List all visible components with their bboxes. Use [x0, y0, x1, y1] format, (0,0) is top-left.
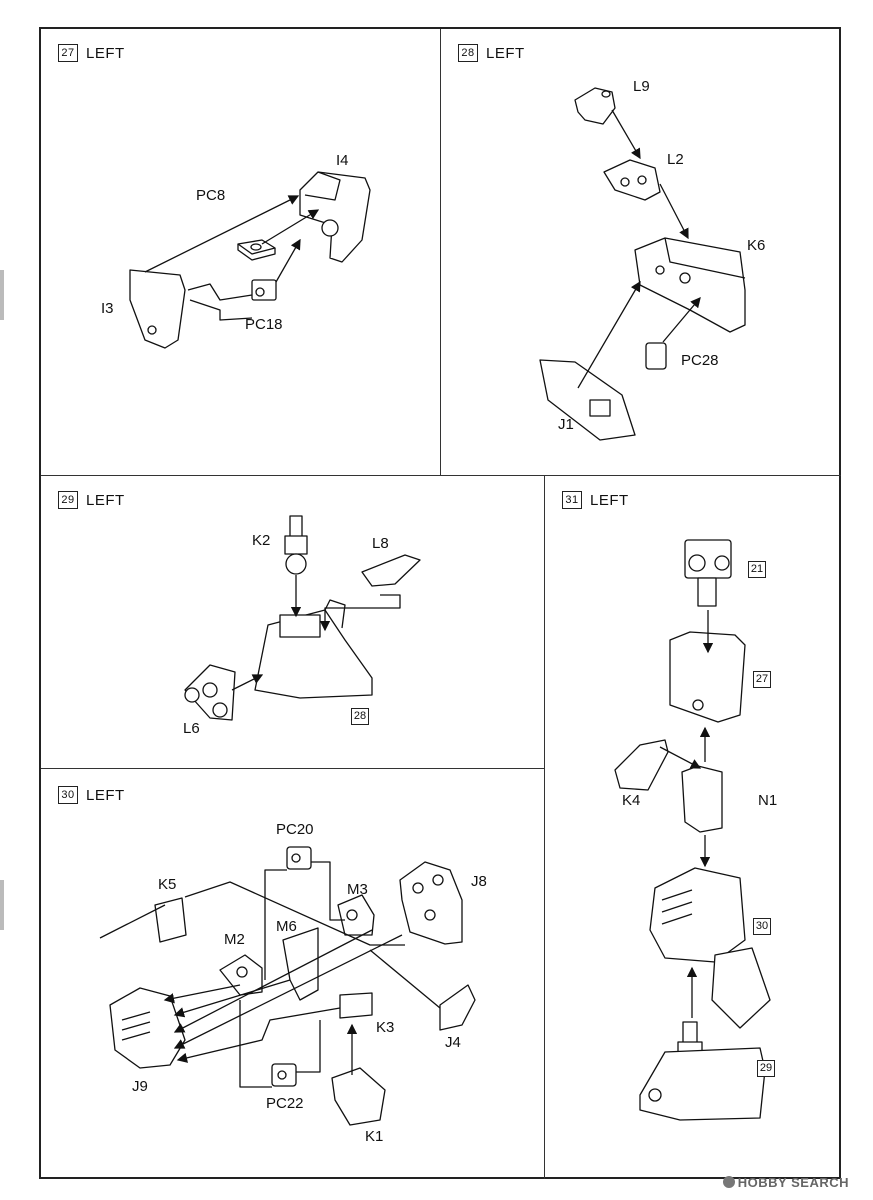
step-side: LEFT [590, 491, 629, 509]
part-label: L6 [183, 720, 200, 737]
step-reference-box: 30 [753, 918, 771, 935]
part-drawing-icon [109, 846, 476, 1126]
part-label: K5 [158, 876, 177, 893]
watermark: HOBBY SEARCH [722, 1175, 849, 1190]
step-side: LEFT [486, 44, 525, 62]
part-label: J4 [445, 1034, 461, 1051]
step-number: 31 [562, 491, 582, 509]
binding-edge-mark [0, 880, 4, 930]
step-28-header: 28 LEFT [458, 44, 525, 62]
part-label: K2 [252, 532, 271, 549]
part-label: J8 [471, 873, 487, 890]
step-number: 27 [58, 44, 78, 62]
part-label: L9 [633, 78, 650, 95]
step-reference-box: 21 [748, 561, 766, 578]
assembly-arrow-icon [231, 575, 401, 691]
part-label: M2 [224, 931, 245, 948]
watermark-text: HOBBY SEARCH [737, 1175, 849, 1190]
step-number: 29 [58, 491, 78, 509]
part-drawing-icon [129, 171, 371, 349]
part-drawing-icon [539, 87, 746, 441]
step-reference-box: 28 [351, 708, 369, 725]
assembly-arrow-icon [577, 109, 701, 389]
part-label: PC22 [266, 1095, 304, 1112]
part-label: I3 [101, 300, 114, 317]
assembly-arrow-icon [659, 610, 714, 1018]
assembly-arrow-icon [144, 195, 320, 321]
step-30-header: 30 LEFT [58, 786, 125, 804]
part-label: L2 [667, 151, 684, 168]
part-label: I4 [336, 152, 349, 169]
part-label: J1 [558, 416, 574, 433]
part-label: K3 [376, 1019, 395, 1036]
step-27-header: 27 LEFT [58, 44, 125, 62]
panel-divider [41, 768, 544, 769]
part-label: K1 [365, 1128, 384, 1145]
step-29-header: 29 LEFT [58, 491, 125, 509]
part-label: M6 [276, 918, 297, 935]
step-side: LEFT [86, 786, 125, 804]
part-label: PC28 [681, 352, 719, 369]
panel-divider [544, 475, 545, 1179]
part-label: PC20 [276, 821, 314, 838]
part-label: J9 [132, 1078, 148, 1095]
watermark-logo-icon [722, 1176, 735, 1188]
step-reference-box: 27 [753, 671, 771, 688]
part-drawing-icon [614, 539, 771, 1121]
panel-divider [41, 475, 841, 476]
part-drawing-icon [184, 515, 421, 721]
step-side: LEFT [86, 491, 125, 509]
assembly-arrow-icon [99, 861, 441, 1088]
instruction-sheet [39, 27, 841, 1179]
part-label: L8 [372, 535, 389, 552]
step-31-header: 31 LEFT [562, 491, 629, 509]
part-label: M3 [347, 881, 368, 898]
part-label: PC8 [196, 187, 226, 204]
panel-divider [440, 29, 441, 475]
step-number: 30 [58, 786, 78, 804]
step-number: 28 [458, 44, 478, 62]
part-label: K6 [747, 237, 766, 254]
part-label: N1 [758, 792, 778, 809]
step-side: LEFT [86, 44, 125, 62]
part-label: PC18 [245, 316, 283, 333]
part-label: K4 [622, 792, 641, 809]
step-reference-box: 29 [757, 1060, 775, 1077]
binding-edge-mark [0, 270, 4, 320]
